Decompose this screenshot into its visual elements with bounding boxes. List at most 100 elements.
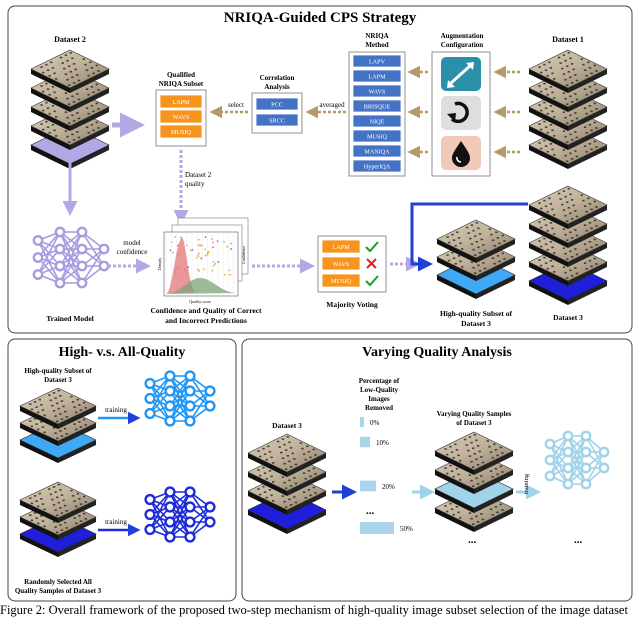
panel-right-title: Varying Quality Analysis	[362, 345, 512, 360]
confidence-caption-2: and Incorrect Predictions	[165, 316, 247, 325]
qualified-subset-title-2: NRIQA Subset	[159, 80, 204, 88]
network-node	[144, 392, 156, 405]
dataset2-stack	[30, 49, 110, 169]
percent-bar	[360, 436, 370, 448]
plot-ylabel: Density	[157, 258, 162, 270]
network-node	[54, 243, 66, 255]
method-label: MUSIQ	[367, 133, 387, 140]
dataset3-label: Dataset 3	[553, 313, 583, 322]
method-box	[159, 109, 203, 124]
percent-label: 0%	[370, 419, 380, 427]
percent-bars: 0%10%20%50%	[360, 417, 413, 534]
method-box	[352, 114, 402, 128]
hq-label-1: High-quality Subset of	[24, 367, 92, 375]
network-node	[54, 260, 66, 272]
percentage-label-4: Removed	[365, 404, 393, 412]
network-node	[544, 454, 556, 466]
network-node	[32, 252, 44, 263]
method-box	[352, 84, 402, 98]
method-label: SRCC	[269, 117, 285, 124]
method-label: PCC	[271, 101, 283, 108]
voting-method-box	[321, 273, 361, 288]
network-node	[164, 516, 176, 528]
percent-label: 20%	[382, 483, 395, 491]
select-label: select	[228, 101, 244, 109]
network-node	[164, 531, 176, 543]
network-node	[184, 516, 196, 528]
method-box	[352, 99, 402, 113]
network-node	[54, 226, 66, 238]
cross-icon	[366, 258, 377, 269]
dataset3-to-hq-arrow	[410, 202, 528, 272]
voting-method-box	[321, 239, 361, 254]
model-confidence-label-1: model	[123, 239, 141, 247]
network-node	[54, 277, 66, 289]
network-node	[164, 385, 176, 397]
right-dataset3-label: Dataset 3	[272, 421, 302, 430]
random-label-2: Quality Samples of Dataset 3	[15, 587, 102, 595]
confidence-plot: Quality score Density Confidence	[157, 217, 249, 304]
percent-label: 50%	[400, 525, 413, 533]
network-node	[32, 269, 44, 280]
network-node	[184, 370, 196, 382]
network-node	[164, 400, 176, 412]
network-node	[76, 260, 88, 272]
qualified-subset-box	[155, 89, 207, 147]
hq-label-2: Dataset 3	[44, 376, 72, 384]
network-node	[562, 478, 574, 490]
network-node	[598, 446, 610, 458]
method-label: WAVS	[369, 88, 386, 95]
plot-density-incorrect	[166, 237, 196, 294]
percent-bar	[360, 480, 376, 492]
network-node	[580, 478, 592, 490]
method-box	[352, 129, 402, 143]
dataset2-quality-label-2: quality	[185, 180, 205, 188]
method-box	[255, 113, 299, 127]
percentage-label-2: Low-Quality	[360, 386, 399, 394]
network-node	[204, 501, 216, 513]
stack-layer	[247, 433, 327, 477]
network-node	[144, 508, 156, 521]
training-label-3: training	[523, 473, 530, 494]
varying-label-2: of Dataset 3	[456, 419, 492, 427]
stack-layer	[19, 481, 97, 523]
dataset1-stack	[528, 49, 608, 169]
percent-bar	[360, 417, 364, 427]
panel-left-title: High- v.s. All-Quality	[59, 345, 186, 360]
method-label: MUSIQ	[171, 129, 191, 136]
network-node	[204, 516, 216, 528]
method-label: WAVS	[173, 114, 190, 121]
network-node	[184, 385, 196, 397]
network-node	[562, 430, 574, 442]
plot-xlabel: Quality score	[189, 299, 211, 304]
network-node	[144, 493, 156, 506]
method-label: LAPM	[368, 73, 386, 80]
method-label: LAPM	[172, 99, 190, 106]
voting-method-label: MUSIQ	[331, 278, 351, 285]
model-confidence-label-2: confidence	[117, 248, 148, 256]
method-box	[159, 124, 203, 139]
network-node	[544, 438, 556, 450]
network-node	[76, 243, 88, 255]
correlation-title-2: Analysis	[264, 83, 290, 91]
trained-model-label: Trained Model	[46, 314, 94, 323]
varying-label-1: Varying Quality Samples	[437, 410, 512, 418]
network-node	[144, 377, 156, 390]
majority-voting-box	[317, 235, 387, 293]
voting-method-label: WAVS	[333, 261, 350, 268]
stack-layer	[30, 49, 110, 93]
network-node	[580, 446, 592, 458]
network-node	[204, 400, 216, 412]
brightness-drop-icon	[441, 136, 481, 170]
network-node	[98, 243, 110, 255]
network-node	[144, 407, 156, 420]
augmentation-box	[431, 51, 491, 177]
check-icon	[365, 241, 379, 253]
correlation-box	[251, 92, 303, 134]
network-all	[144, 486, 216, 543]
network-node	[76, 226, 88, 238]
hq-subset-caption-1: High-quality Subset of	[440, 309, 513, 318]
hq-subset-stack	[436, 219, 516, 299]
network-node	[580, 430, 592, 442]
